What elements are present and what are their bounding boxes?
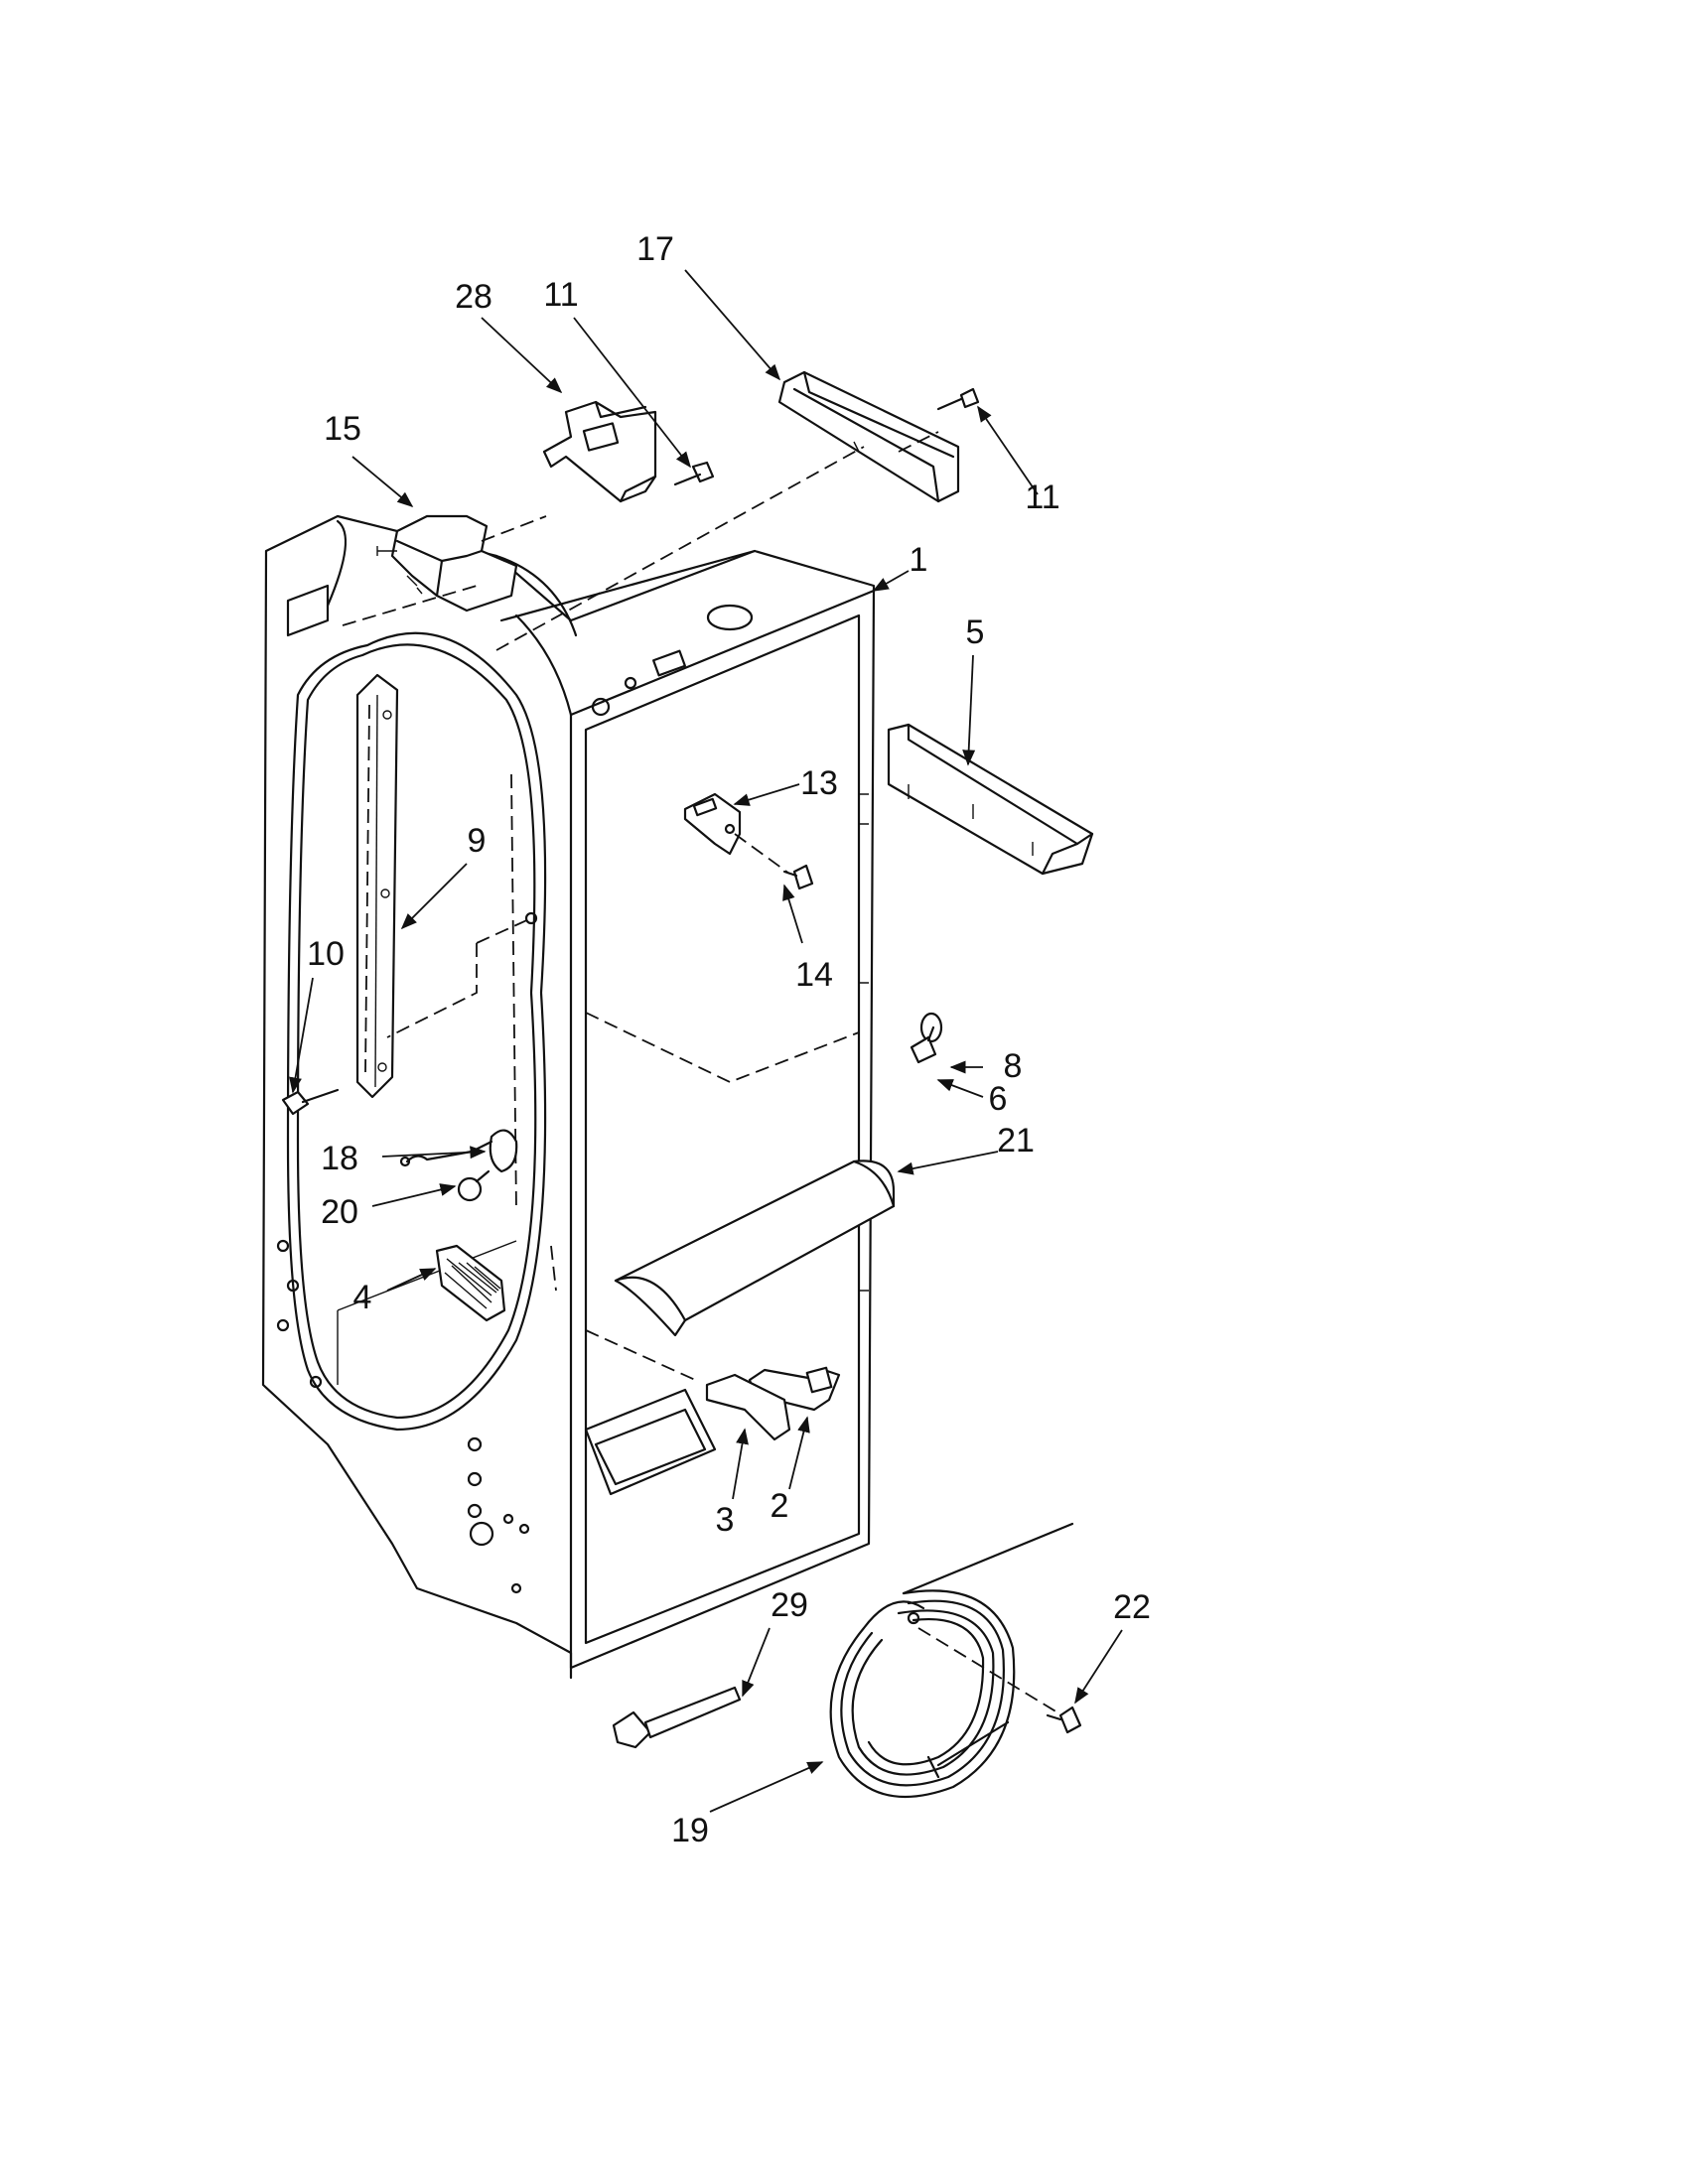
- callout-3: 3: [716, 1501, 735, 1539]
- callout-28: 28: [455, 278, 492, 316]
- callout-6: 6: [989, 1080, 1008, 1118]
- light-bulb-icon: [457, 1169, 491, 1202]
- callout-2: 2: [771, 1487, 789, 1525]
- callout-10: 10: [307, 935, 345, 973]
- bracket-28: [542, 400, 657, 503]
- screw-10-icon: [281, 1088, 340, 1116]
- cover-21: [614, 1160, 896, 1337]
- callout-15: 15: [324, 410, 361, 448]
- leader-lines: [289, 269, 1123, 1813]
- screw-11-left-icon: [673, 461, 715, 486]
- callout-1: 1: [910, 541, 928, 579]
- coiled-tubing-icon: [829, 1522, 1074, 1799]
- vertical-rail: [355, 673, 399, 1099]
- callout-4: 4: [353, 1279, 372, 1316]
- callout-11-left: 11: [543, 276, 578, 314]
- callout-17: 17: [636, 230, 674, 268]
- callout-13: 13: [800, 764, 838, 802]
- bracket-13: [683, 792, 742, 856]
- long-bracket-17: [777, 370, 960, 503]
- callout-29: 29: [771, 1586, 808, 1624]
- screw-washer-icon: [910, 1012, 943, 1064]
- cable-tie-icon: [612, 1686, 742, 1749]
- callout-9: 9: [468, 822, 487, 860]
- callout-11-right: 11: [1025, 478, 1059, 516]
- callout-8: 8: [1004, 1047, 1023, 1085]
- control-housing: [376, 514, 518, 613]
- channel-5: [887, 723, 1094, 876]
- callout-5: 5: [966, 614, 985, 651]
- callout-21: 21: [997, 1122, 1035, 1160]
- screw-22-icon: [1046, 1706, 1082, 1734]
- callout-18: 18: [321, 1140, 358, 1177]
- light-socket-icon: [399, 1129, 518, 1173]
- bracket-3: [705, 1373, 791, 1441]
- callout-22: 22: [1113, 1588, 1151, 1626]
- callout-labels: 1 2 3 4 5 6 8 9 10 11 11 13 14 15 17 18 …: [307, 230, 1151, 1849]
- callout-14: 14: [795, 956, 833, 994]
- screw-14-icon: [782, 864, 814, 890]
- screw-11-right-icon: [936, 387, 980, 411]
- vent-grille-icon: [435, 1244, 506, 1322]
- callout-19: 19: [671, 1812, 709, 1849]
- callout-20: 20: [321, 1193, 358, 1231]
- cabinet-liner: [261, 514, 876, 1680]
